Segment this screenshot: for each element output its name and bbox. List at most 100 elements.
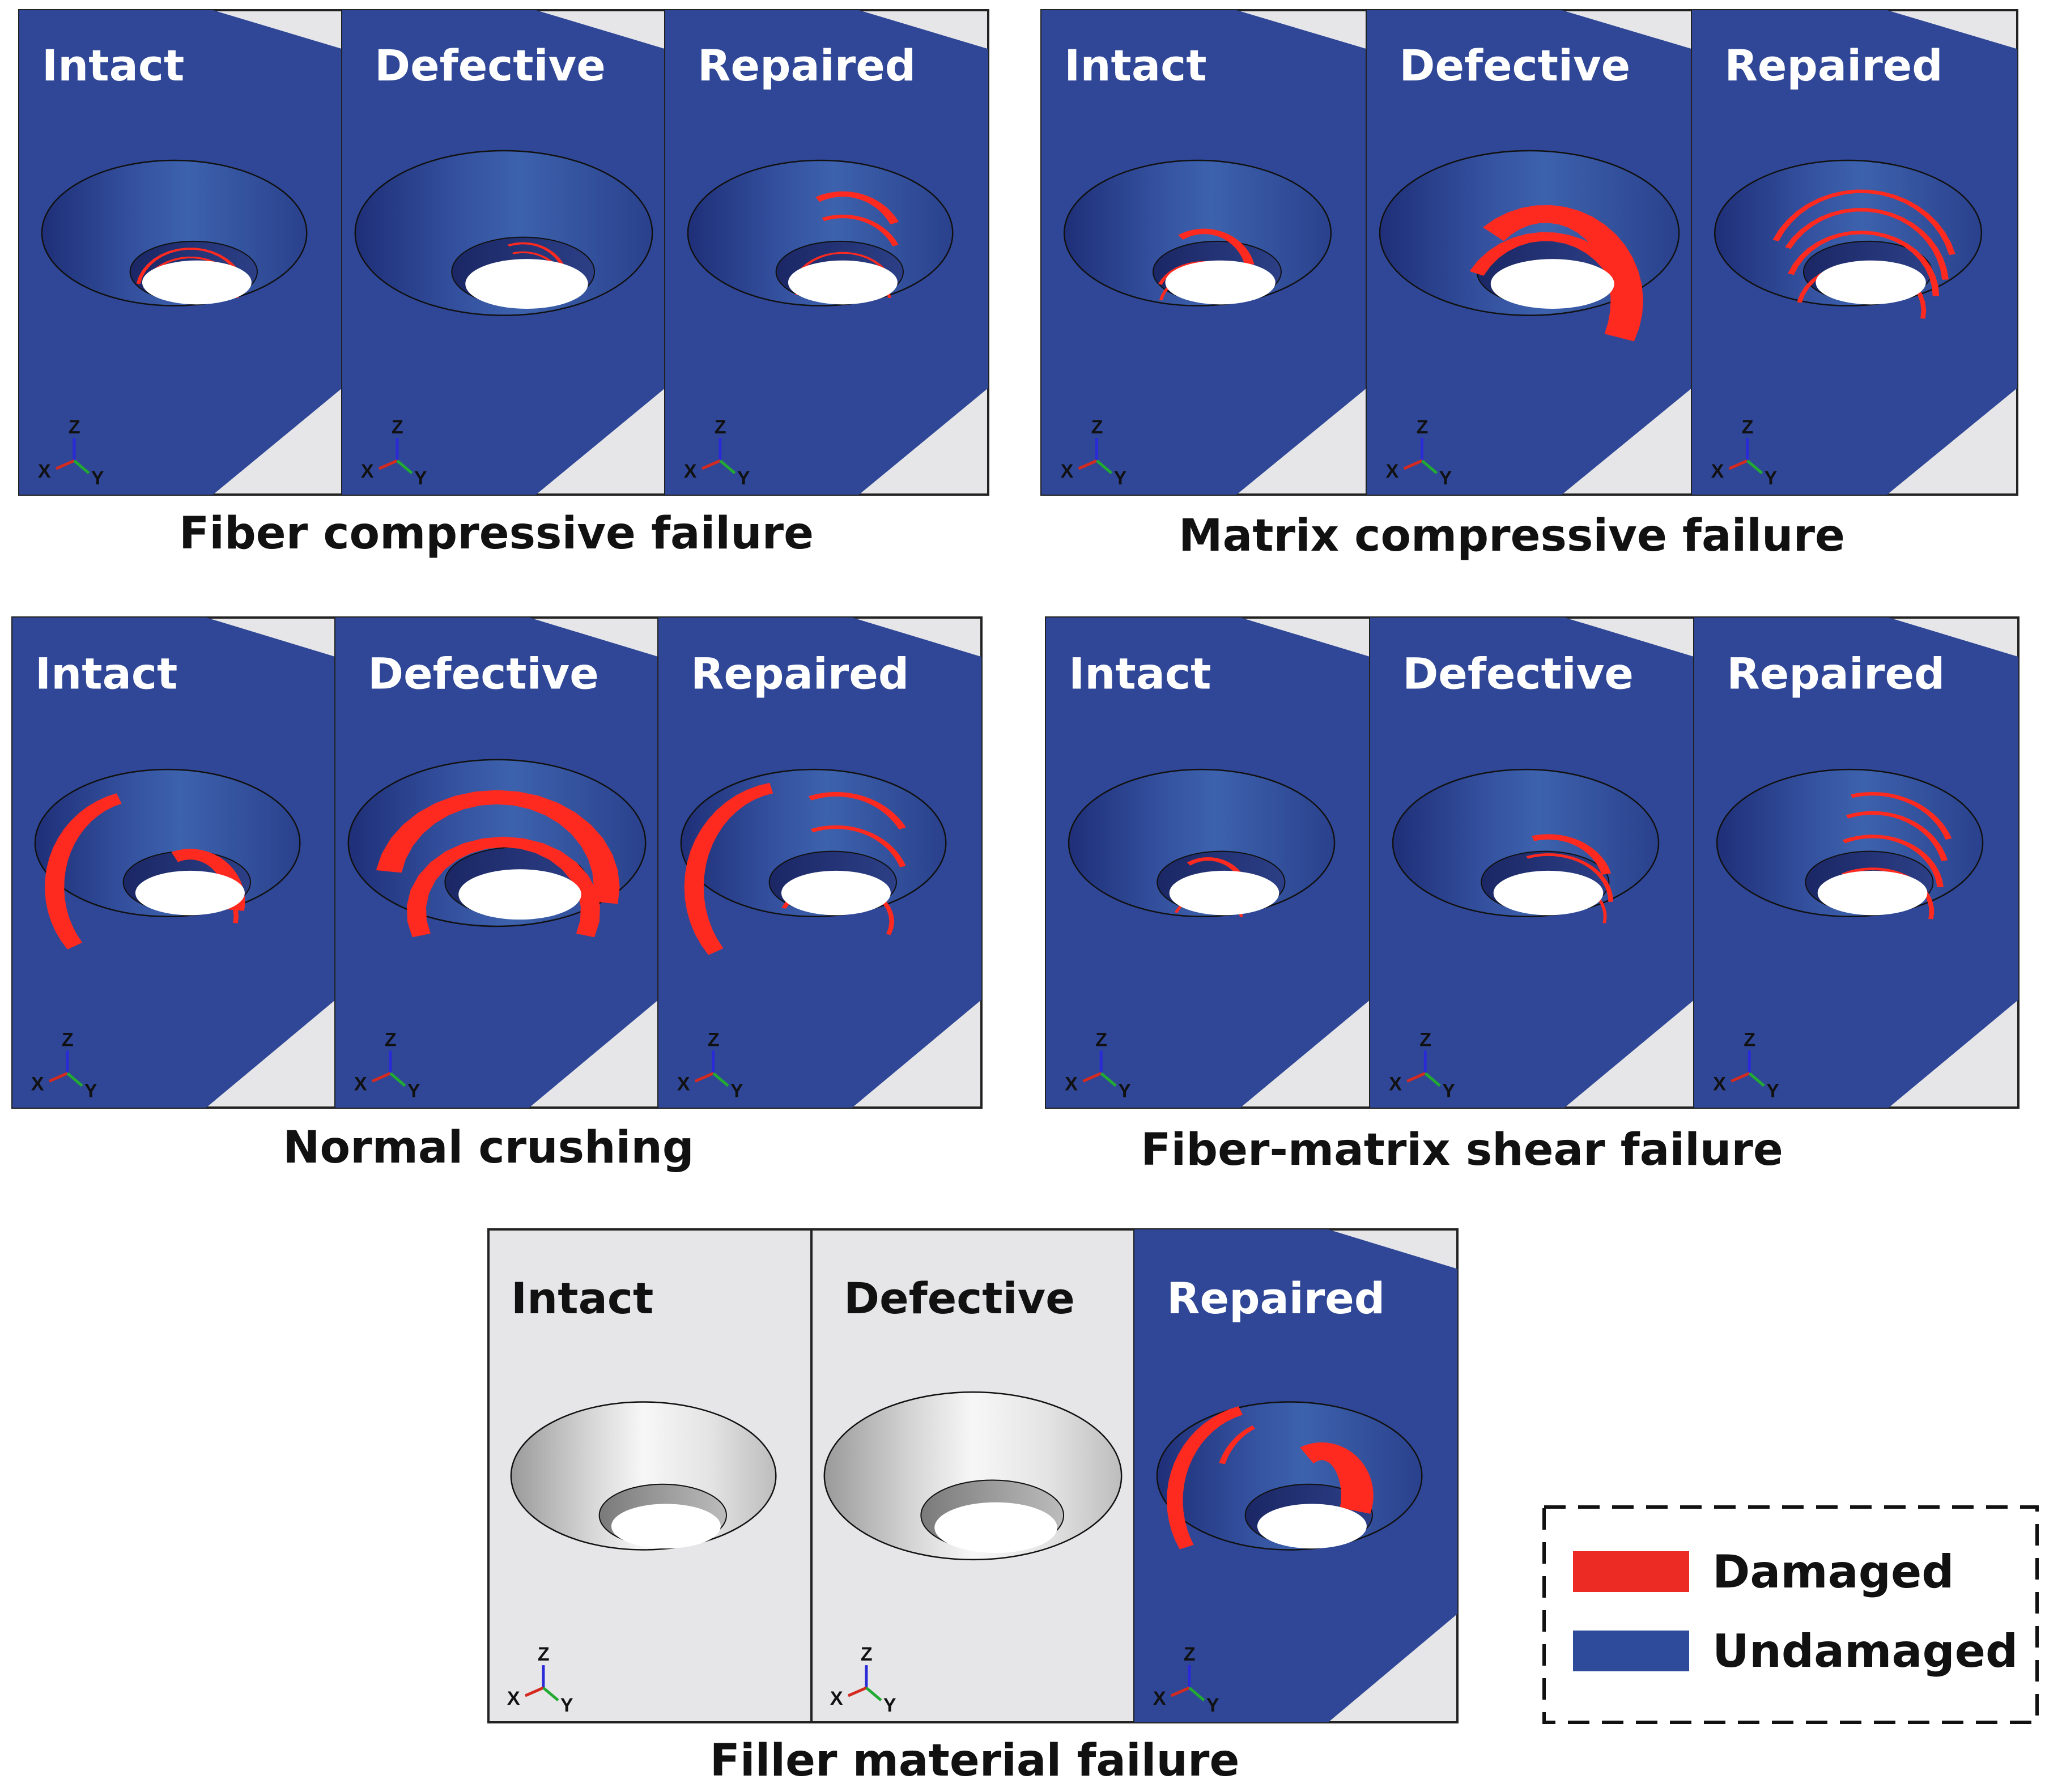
hole-opening xyxy=(781,870,891,916)
axis-letter-y: Y xyxy=(1442,1080,1455,1101)
axis-letter-y: Y xyxy=(1439,467,1452,489)
axis-letter-x: X xyxy=(507,1688,520,1709)
legend-label-undamaged: Undamaged xyxy=(1712,1625,2018,1678)
group-caption: Fiber compressive failure xyxy=(179,508,814,559)
x-axis-arrow xyxy=(1078,459,1098,470)
y-axis-arrow xyxy=(865,1687,882,1702)
y-axis-arrow xyxy=(1421,459,1438,475)
damage-band xyxy=(822,214,899,246)
y-axis-arrow xyxy=(1748,1072,1765,1087)
axis-letter-z: Z xyxy=(1744,1029,1755,1050)
axis-letter-y: Y xyxy=(737,467,750,489)
panel-label: Repaired xyxy=(1724,40,1942,91)
y-axis-arrow xyxy=(389,1072,406,1087)
legend-label-damaged: Damaged xyxy=(1712,1546,1954,1598)
axis-letter-z: Z xyxy=(392,416,403,438)
axis-letter-z: Z xyxy=(1095,1029,1107,1050)
damage-band xyxy=(684,782,773,955)
hole-opening xyxy=(465,259,588,309)
axis-letter-z: Z xyxy=(1091,416,1103,438)
panel-label: Defective xyxy=(368,648,599,699)
damage-band xyxy=(1178,228,1255,266)
damage-band xyxy=(45,793,122,950)
axis-letter-z: Z xyxy=(1184,1644,1196,1665)
hole-opening xyxy=(135,870,245,916)
damage-band xyxy=(1842,835,1944,888)
hole-opening xyxy=(458,869,581,920)
hole-opening xyxy=(142,260,252,305)
axis-letter-y: Y xyxy=(1765,467,1778,489)
x-axis-arrow xyxy=(847,1686,867,1697)
axis-letter-y: Y xyxy=(1206,1695,1219,1716)
axis-letter-y: Y xyxy=(84,1080,97,1101)
damage-band xyxy=(808,792,906,830)
axis-letter-z: Z xyxy=(538,1644,550,1665)
hole-opening xyxy=(1169,870,1279,916)
axis-letter-z: Z xyxy=(62,1029,74,1050)
damage-band xyxy=(815,191,899,225)
panel-label: Intact xyxy=(35,648,177,699)
axis-letter-z: Z xyxy=(1742,416,1754,438)
axis-triad: Z X Y xyxy=(31,1029,97,1101)
damage-band xyxy=(1851,792,1952,840)
axis-letter-x: X xyxy=(1713,1073,1726,1095)
axis-letter-y: Y xyxy=(1114,467,1127,489)
axis-letter-z: Z xyxy=(1419,1029,1431,1050)
axis-letter-x: X xyxy=(677,1073,690,1095)
axis-letter-y: Y xyxy=(883,1695,896,1716)
hole-opening xyxy=(1816,260,1926,305)
axis-letter-x: X xyxy=(31,1073,44,1095)
panel-label: Intact xyxy=(42,40,184,91)
damage-band xyxy=(406,836,600,938)
axis-letter-x: X xyxy=(1711,461,1724,482)
x-axis-arrow xyxy=(524,1686,544,1697)
axis-letter-x: X xyxy=(1386,461,1399,482)
panel-label: Repaired xyxy=(698,40,916,91)
damage-band xyxy=(1772,189,1955,256)
panel-label: Defective xyxy=(1402,648,1634,699)
axis-letter-z: Z xyxy=(1417,416,1428,438)
x-axis-arrow xyxy=(1170,1686,1190,1697)
y-axis-arrow xyxy=(1424,1072,1441,1087)
damage-band xyxy=(1532,834,1612,875)
panel-label: Repaired xyxy=(691,648,909,699)
y-axis-arrow xyxy=(542,1687,559,1702)
group-caption: Normal crushing xyxy=(283,1122,694,1173)
axis-triad: Z X Y xyxy=(1061,416,1127,489)
axis-letter-z: Z xyxy=(708,1029,720,1050)
hole-opening xyxy=(1257,1504,1367,1549)
y-axis-arrow xyxy=(73,459,90,475)
y-axis-arrow xyxy=(1100,1072,1117,1087)
hole-opening xyxy=(1490,259,1614,309)
x-axis-arrow xyxy=(378,459,398,470)
axis-letter-x: X xyxy=(1065,1073,1078,1095)
x-axis-arrow xyxy=(701,459,721,470)
x-axis-arrow xyxy=(1082,1072,1102,1083)
panel-label: Intact xyxy=(511,1273,653,1323)
axis-letter-x: X xyxy=(1061,461,1074,482)
group-caption: Matrix compressive failure xyxy=(1179,510,1845,561)
damage-band xyxy=(810,825,906,867)
x-axis-arrow xyxy=(1403,459,1423,470)
y-axis-arrow xyxy=(396,459,413,475)
